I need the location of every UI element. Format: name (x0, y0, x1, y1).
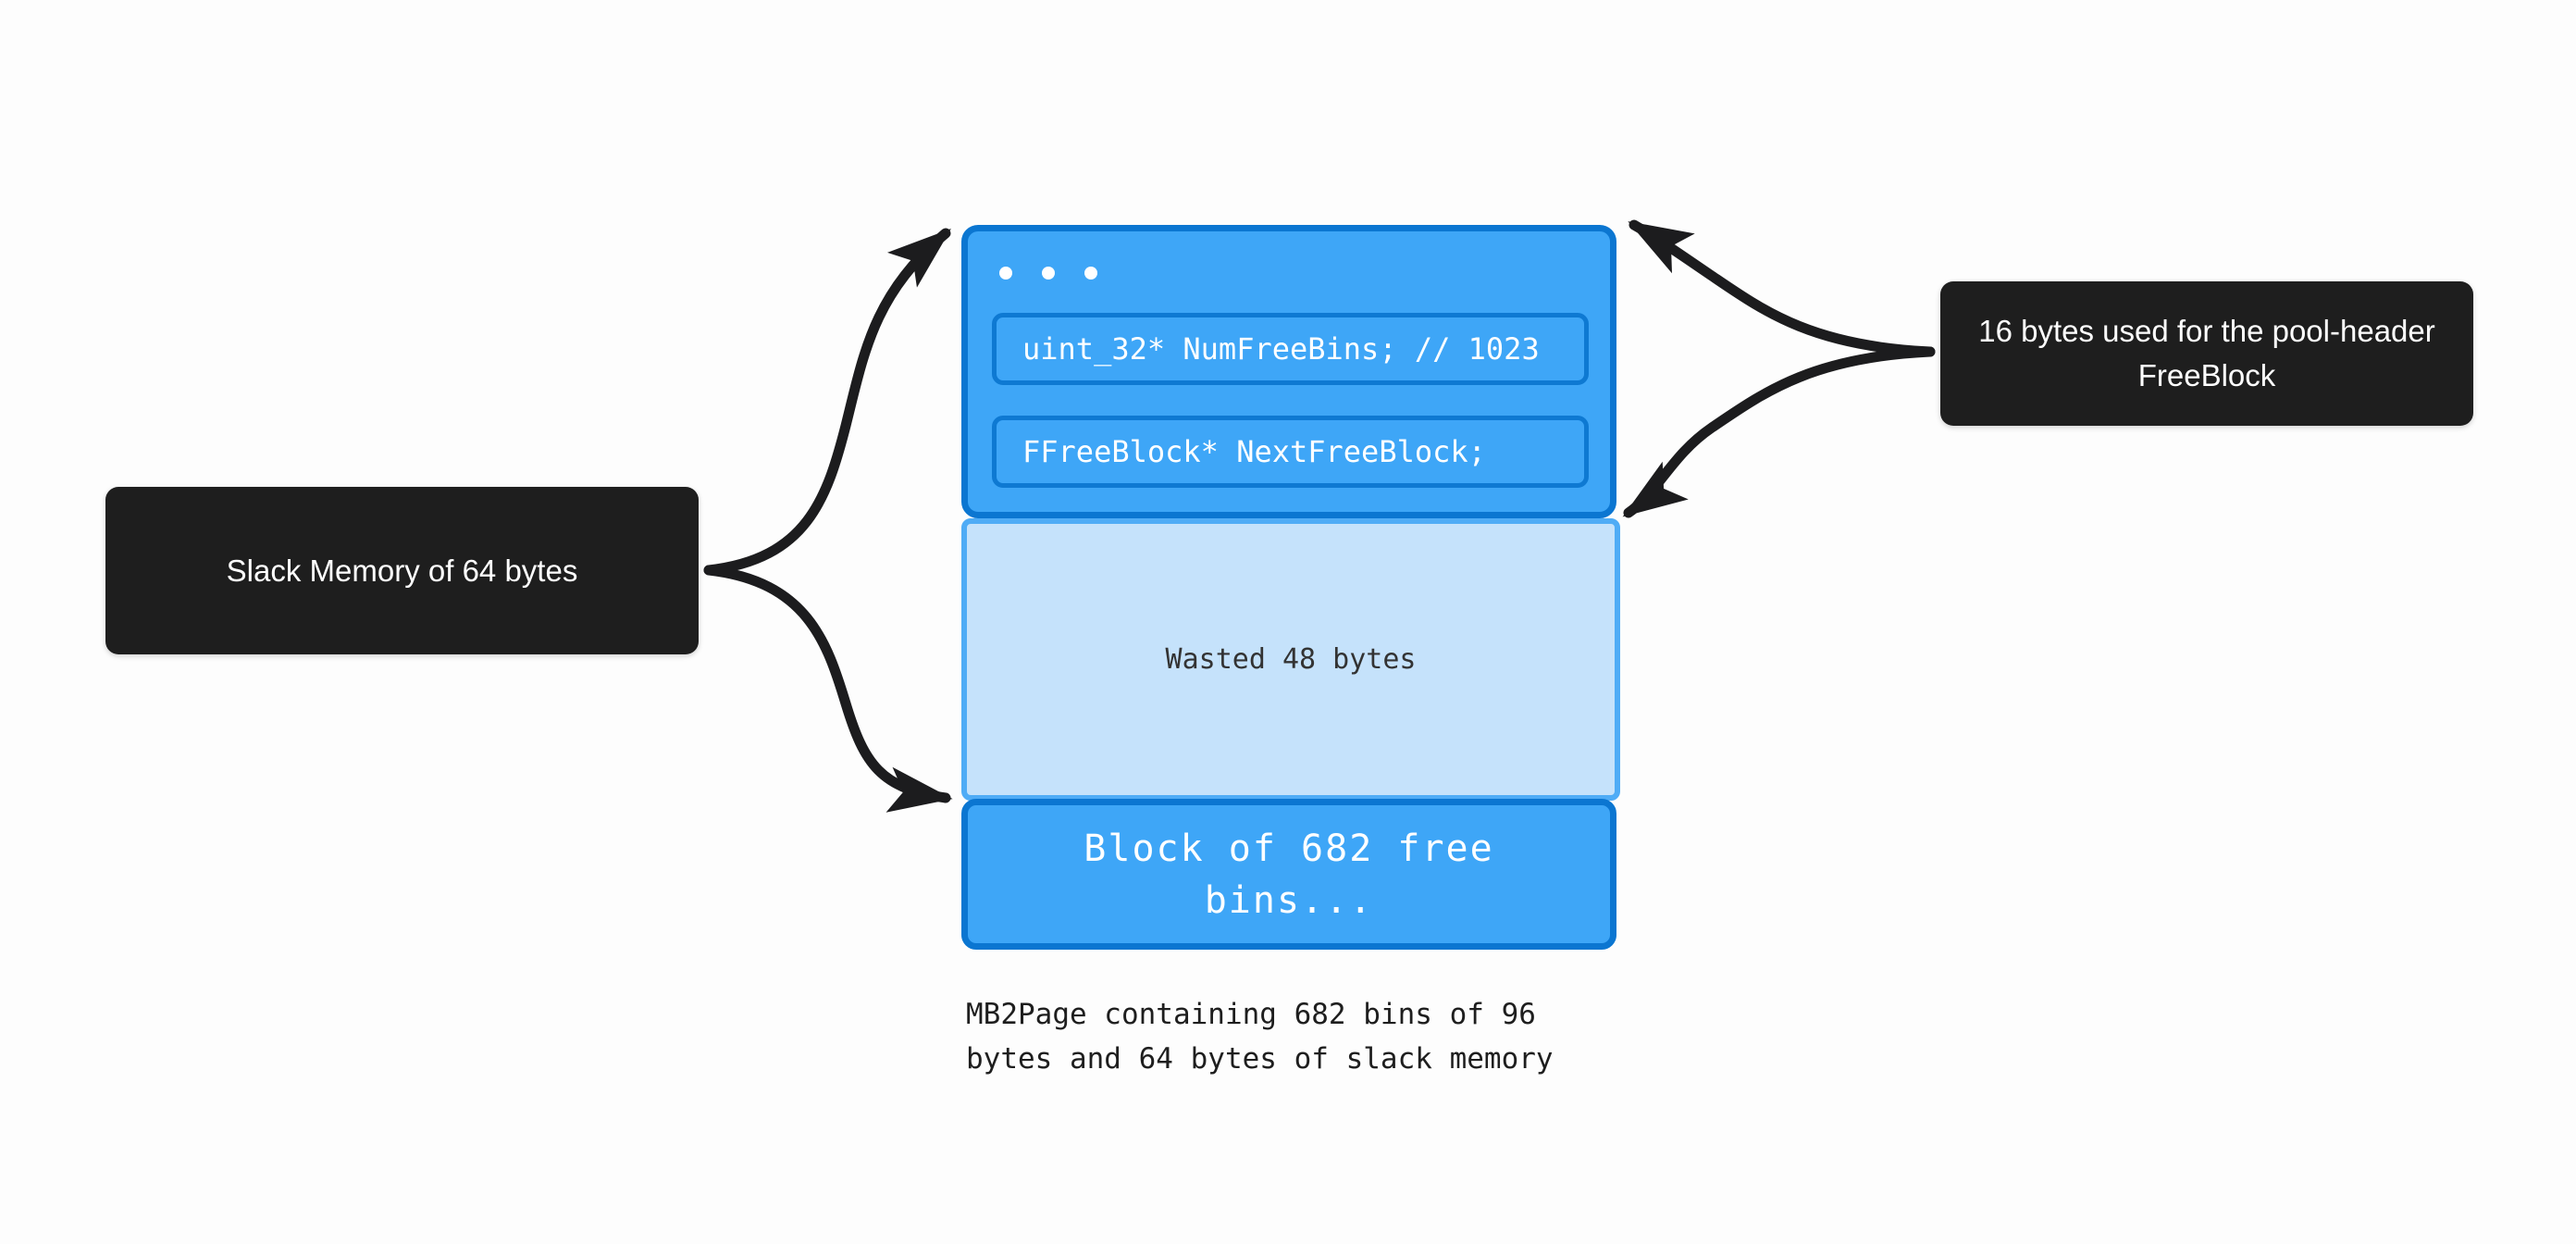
dot-icon (1042, 267, 1055, 280)
arrow-left-upper (703, 228, 951, 576)
arrow-right-lower (1622, 346, 1936, 518)
code-row-numfreebins: uint_32* NumFreeBins; // 1023 (992, 313, 1589, 385)
wasted-bytes-region: Wasted 48 bytes (961, 518, 1620, 801)
slack-memory-label: Slack Memory of 64 bytes (105, 487, 699, 654)
free-bins-block: Block of 682 free bins... (961, 799, 1616, 950)
code-row-numfreebins-text: uint_32* NumFreeBins; // 1023 (1022, 331, 1540, 367)
figure-caption-text: MB2Page containing 682 bins of 96 bytes … (966, 998, 1554, 1076)
pool-header-bytes-label-text: 16 bytes used for the pool-header FreeBl… (1978, 314, 2435, 392)
figure-caption: MB2Page containing 682 bins of 96 bytes … (966, 992, 1567, 1081)
wasted-bytes-text: Wasted 48 bytes (1165, 643, 1417, 676)
arrow-left-lower (703, 565, 953, 813)
dot-icon (999, 267, 1012, 280)
ellipsis-dots-icon (999, 267, 1097, 280)
free-bins-block-text: Block of 682 free bins... (1084, 827, 1494, 922)
code-row-nextfreeblock: FFreeBlock* NextFreeBlock; (992, 416, 1589, 488)
code-row-nextfreeblock-text: FFreeBlock* NextFreeBlock; (1022, 434, 1486, 469)
pool-header-block: uint_32* NumFreeBins; // 1023 FFreeBlock… (961, 225, 1616, 518)
pool-header-bytes-label: 16 bytes used for the pool-header FreeBl… (1940, 281, 2473, 426)
slack-memory-label-text: Slack Memory of 64 bytes (226, 553, 578, 588)
arrow-right-upper (1628, 219, 1936, 357)
dot-icon (1084, 267, 1097, 280)
